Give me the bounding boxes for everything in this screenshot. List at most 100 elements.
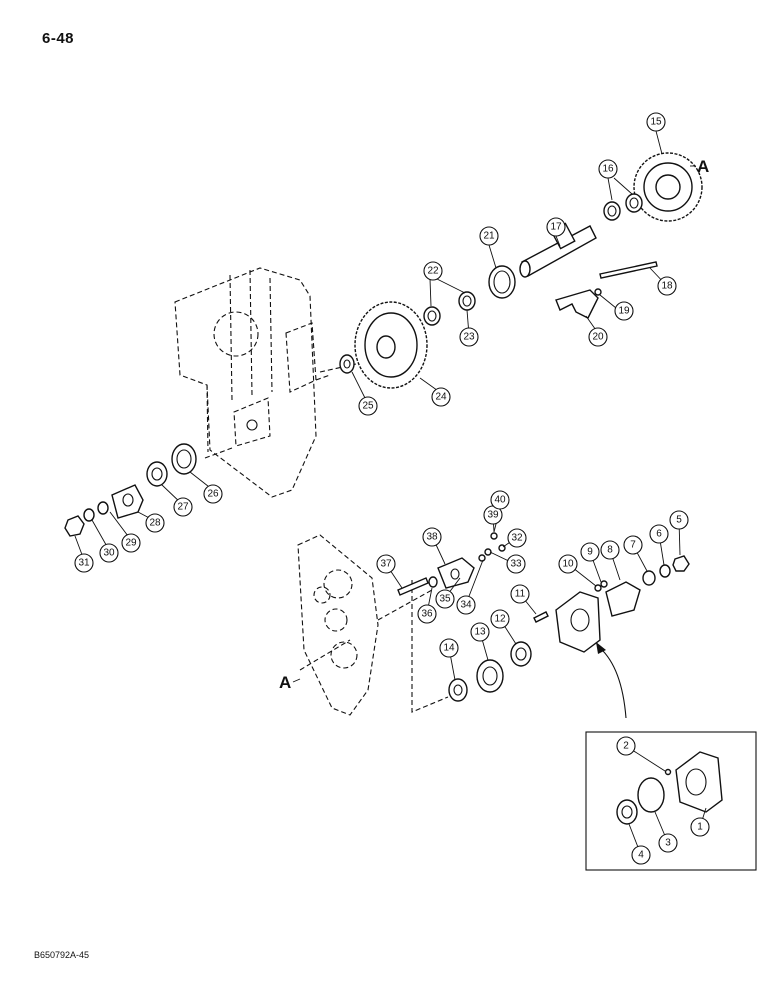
callout-label: 35 <box>439 594 451 605</box>
callout-label: 4 <box>638 850 644 861</box>
reference-letter-a: A <box>697 157 709 176</box>
callout-label: 11 <box>515 589 526 600</box>
callout-label: 15 <box>650 117 662 128</box>
yoke-28 <box>111 484 144 519</box>
callout-6: 6 <box>649 524 669 544</box>
part-10 <box>594 584 602 592</box>
callout-label: 25 <box>362 401 374 412</box>
callout-30: 30 <box>99 543 119 563</box>
yoke-8 <box>605 581 641 617</box>
callout-35: 35 <box>435 589 455 609</box>
callout-14: 14 <box>439 638 459 658</box>
callout-label: 28 <box>149 518 161 529</box>
callout-label: 7 <box>630 540 636 551</box>
pin-11 <box>533 611 549 623</box>
callout-34: 34 <box>456 595 476 615</box>
callout-label: 6 <box>656 529 662 540</box>
callout-label: 24 <box>435 392 447 403</box>
callout-label: 14 <box>443 643 455 654</box>
callout-label: 18 <box>661 281 673 292</box>
leader <box>292 678 301 683</box>
gear-15 <box>633 152 703 222</box>
callout-label: 23 <box>463 332 475 343</box>
callout-label: 26 <box>207 489 219 500</box>
callout-29: 29 <box>121 533 141 553</box>
callout-label: 13 <box>474 627 486 638</box>
callout-24: 24 <box>431 387 451 407</box>
callout-label: 27 <box>177 502 189 513</box>
callout-label: 34 <box>460 600 472 611</box>
callout-8: 8 <box>600 540 620 560</box>
callout-28: 28 <box>145 513 165 533</box>
callout-9: 9 <box>580 542 600 562</box>
callout-38: 38 <box>422 527 442 547</box>
part-9 <box>600 580 608 588</box>
shaft-17 <box>519 222 597 278</box>
callout-label: 38 <box>426 532 438 543</box>
pump-housing <box>555 591 601 653</box>
gear-24 <box>354 301 428 389</box>
part-30 <box>83 508 95 522</box>
callout-10: 10 <box>558 554 578 574</box>
callout-20: 20 <box>588 327 608 347</box>
callout-37: 37 <box>376 554 396 574</box>
document-code: B650792A-45 <box>34 950 90 960</box>
part-34 <box>478 554 486 562</box>
callout-label: 1 <box>697 822 703 833</box>
seal-27 <box>146 461 168 487</box>
callout-23: 23 <box>459 327 479 347</box>
callout-label: 10 <box>562 559 574 570</box>
callout-5: 5 <box>669 510 689 530</box>
callout-label: 40 <box>494 495 506 506</box>
shift-fork-20 <box>555 289 599 319</box>
assembly-line <box>299 589 433 671</box>
callout-label: 2 <box>623 741 629 752</box>
callout-label: 3 <box>665 838 671 849</box>
bearing-21 <box>488 265 516 299</box>
callout-label: 29 <box>125 538 137 549</box>
callout-26: 26 <box>203 484 223 504</box>
reference-letter-a: A <box>279 673 291 692</box>
callout-label: 31 <box>78 558 90 569</box>
callout-label: 19 <box>618 306 630 317</box>
part-36 <box>428 576 438 588</box>
arrow-head <box>596 642 606 654</box>
part-39 <box>490 532 498 540</box>
part-29 <box>97 501 109 515</box>
callout-label: 22 <box>427 266 439 277</box>
callout-11: 11 <box>510 584 530 604</box>
callout-label: 8 <box>607 545 613 556</box>
callout-17: 17 <box>546 217 566 237</box>
callout-label: 5 <box>676 515 682 526</box>
callout-label: 37 <box>380 559 392 570</box>
assembly-line <box>204 447 233 459</box>
assembly-line <box>319 363 357 373</box>
callout-16: 16 <box>598 159 618 179</box>
page-number: 6-48 <box>42 30 75 47</box>
detail-inset <box>585 731 757 871</box>
callout-label: 16 <box>602 164 614 175</box>
seal-14 <box>448 678 468 702</box>
callout-12: 12 <box>490 609 510 629</box>
callout-label: 12 <box>494 614 506 625</box>
washer-25 <box>339 354 355 374</box>
rod-18 <box>599 261 658 279</box>
bearings-16 <box>603 193 643 221</box>
callout-label: 32 <box>511 533 523 544</box>
callout-2: 2 <box>616 736 636 756</box>
callout-21: 21 <box>479 226 499 246</box>
callout-leaders <box>74 130 707 856</box>
callout-13: 13 <box>470 622 490 642</box>
callout-7: 7 <box>623 535 643 555</box>
callout-label: 33 <box>510 559 522 570</box>
callout-label: 20 <box>592 332 604 343</box>
callout-15: 15 <box>646 112 666 132</box>
callout-32: 32 <box>507 528 527 548</box>
callout-3: 3 <box>658 833 678 853</box>
nut-5 <box>672 555 690 572</box>
callout-1: 1 <box>690 817 710 837</box>
part-19 <box>594 288 602 296</box>
transmission-housing <box>174 267 331 498</box>
callout-label: 21 <box>483 231 495 242</box>
